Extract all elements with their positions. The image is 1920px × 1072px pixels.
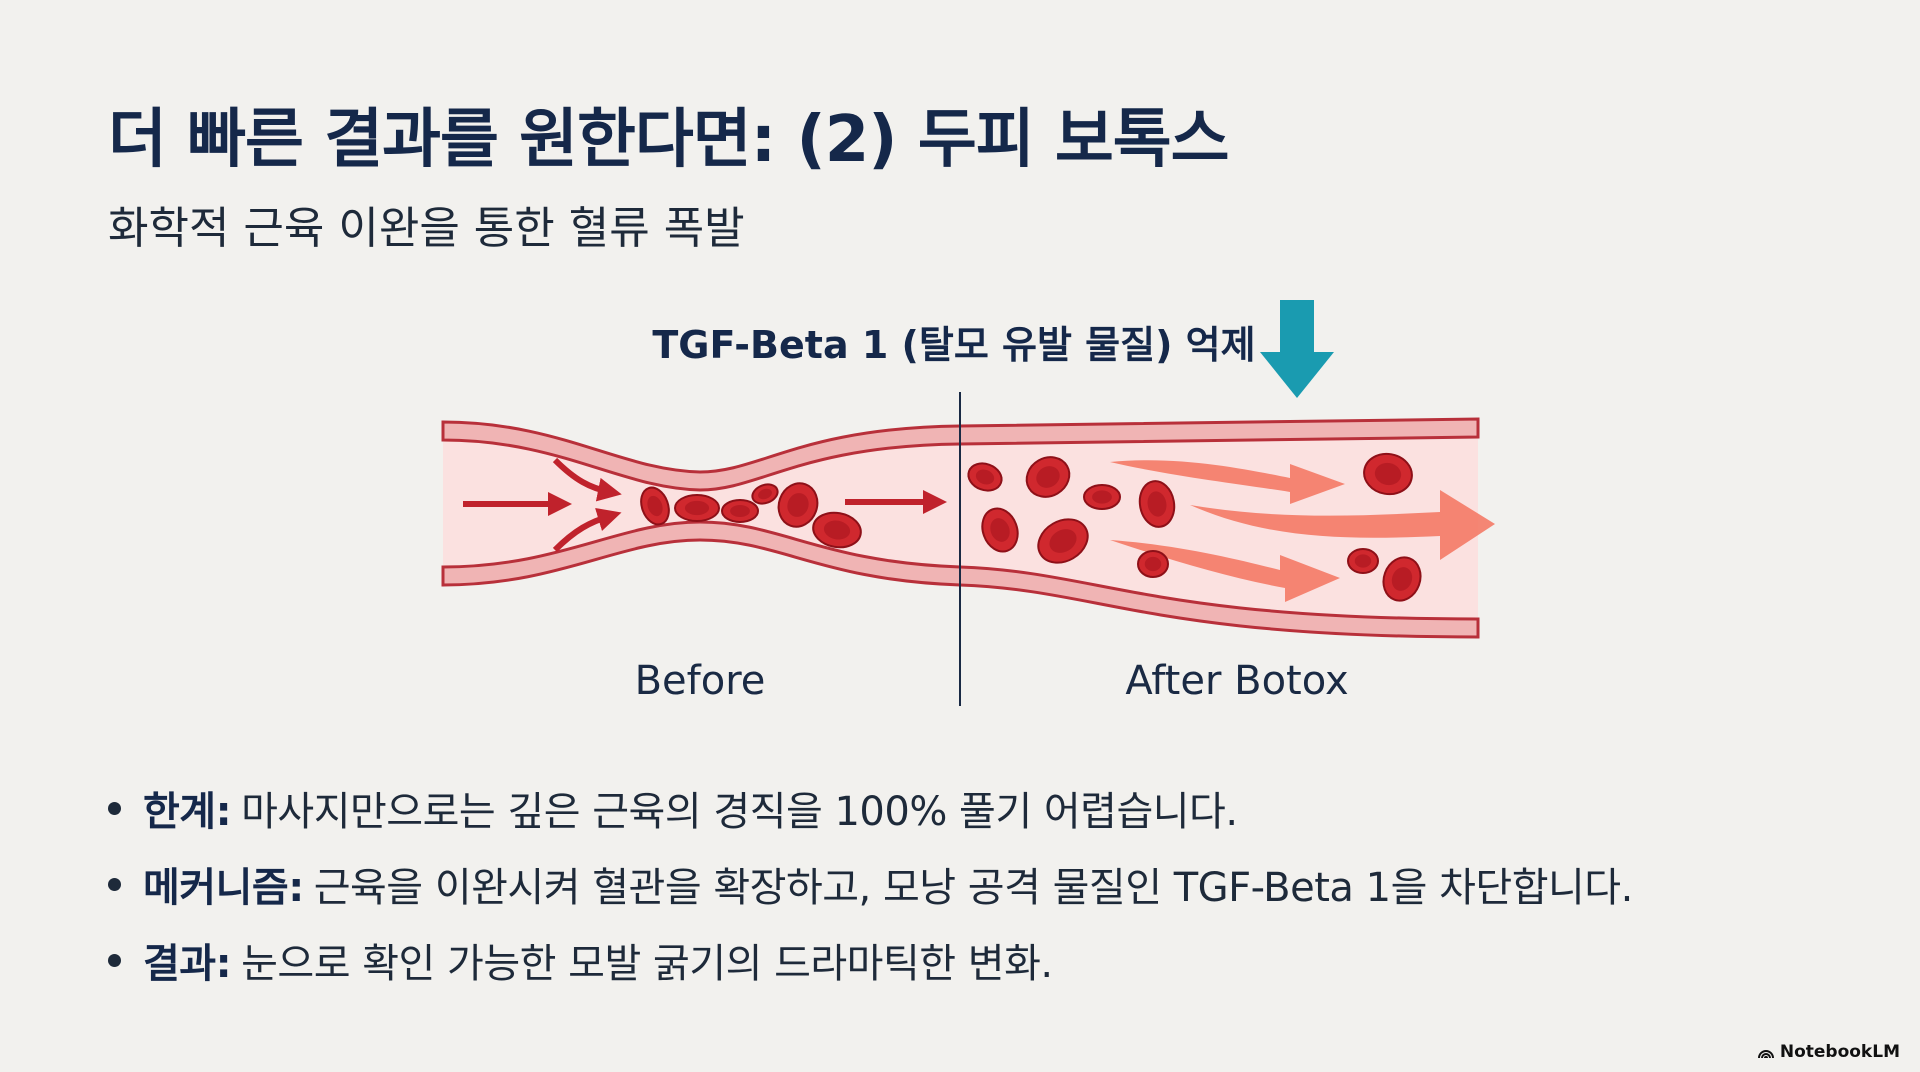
flow-arrows xyxy=(463,457,1495,602)
flow-arrow-icon xyxy=(552,507,622,553)
bullet-label: 결과: xyxy=(143,941,232,987)
bullet-text: 눈으로 확인 가능한 모발 굵기의 드라마틱한 변화. xyxy=(241,941,1053,987)
red-blood-cell xyxy=(1025,456,1071,498)
bullet-list: 한계:마사지만으로는 깊은 근육의 경직을 100% 풀기 어렵습니다. 메커니… xyxy=(108,770,1633,998)
bullet-item: 메커니즘:근육을 이완시켜 혈관을 확장하고, 모낭 공격 물질인 TGF-Be… xyxy=(108,846,1633,922)
arrow-down-icon xyxy=(1260,300,1334,398)
page-subtitle: 화학적 근육 이완을 통한 혈류 폭발 xyxy=(108,203,745,254)
blood-vessel-diagram: TGF-Beta 1 (탈모 유발 물질) 억제 Before After Bo… xyxy=(441,300,1495,706)
tgf-label: TGF-Beta 1 (탈모 유발 물질) 억제 xyxy=(652,323,1255,367)
bullet-label: 메커니즘: xyxy=(143,865,304,911)
bullet-icon xyxy=(108,801,121,815)
red-blood-cell xyxy=(640,486,670,526)
bullet-icon xyxy=(108,953,121,967)
red-blood-cell xyxy=(1363,452,1413,496)
red-blood-cell xyxy=(1037,518,1089,564)
flow-arrow-icon xyxy=(1190,490,1495,560)
red-blood-cell xyxy=(967,462,1003,492)
brand-text: NotebookLM xyxy=(1779,1042,1900,1062)
red-blood-cell xyxy=(674,494,720,522)
flow-arrow-icon xyxy=(1110,540,1340,602)
red-blood-cell xyxy=(1083,484,1121,510)
flow-arrow-icon xyxy=(1110,460,1345,504)
red-blood-cell xyxy=(1382,556,1422,602)
bullet-label: 한계: xyxy=(143,789,232,835)
red-blood-cell xyxy=(981,507,1019,553)
bullet-text: 마사지만으로는 깊은 근육의 경직을 100% 풀기 어렵습니다. xyxy=(241,789,1238,835)
red-blood-cell xyxy=(751,483,779,505)
bullet-item: 결과:눈으로 확인 가능한 모발 굵기의 드라마틱한 변화. xyxy=(108,922,1633,998)
red-blood-cell xyxy=(777,482,819,528)
red-blood-cell xyxy=(721,499,759,523)
bullet-text: 근육을 이완시켜 혈관을 확장하고, 모낭 공격 물질인 TGF-Beta 1을… xyxy=(313,865,1634,911)
vessel-wall-top xyxy=(441,417,1480,492)
page-title: 더 빠른 결과를 원한다면: (2) 두피 보톡스 xyxy=(108,103,1230,177)
red-blood-cell xyxy=(1137,550,1169,578)
bullet-item: 한계:마사지만으로는 깊은 근육의 경직을 100% 풀기 어렵습니다. xyxy=(108,770,1633,846)
bullet-icon xyxy=(108,877,121,891)
flow-arrow-icon xyxy=(552,457,622,502)
before-label: Before xyxy=(635,658,766,704)
red-blood-cell xyxy=(1138,480,1176,528)
blood-cells xyxy=(640,452,1422,602)
red-blood-cell xyxy=(1347,548,1379,574)
notebooklm-logo-icon xyxy=(1757,1050,1774,1059)
notebooklm-brand: NotebookLM xyxy=(1757,1042,1900,1062)
red-blood-cell xyxy=(812,511,862,549)
after-label: After Botox xyxy=(1125,658,1348,704)
